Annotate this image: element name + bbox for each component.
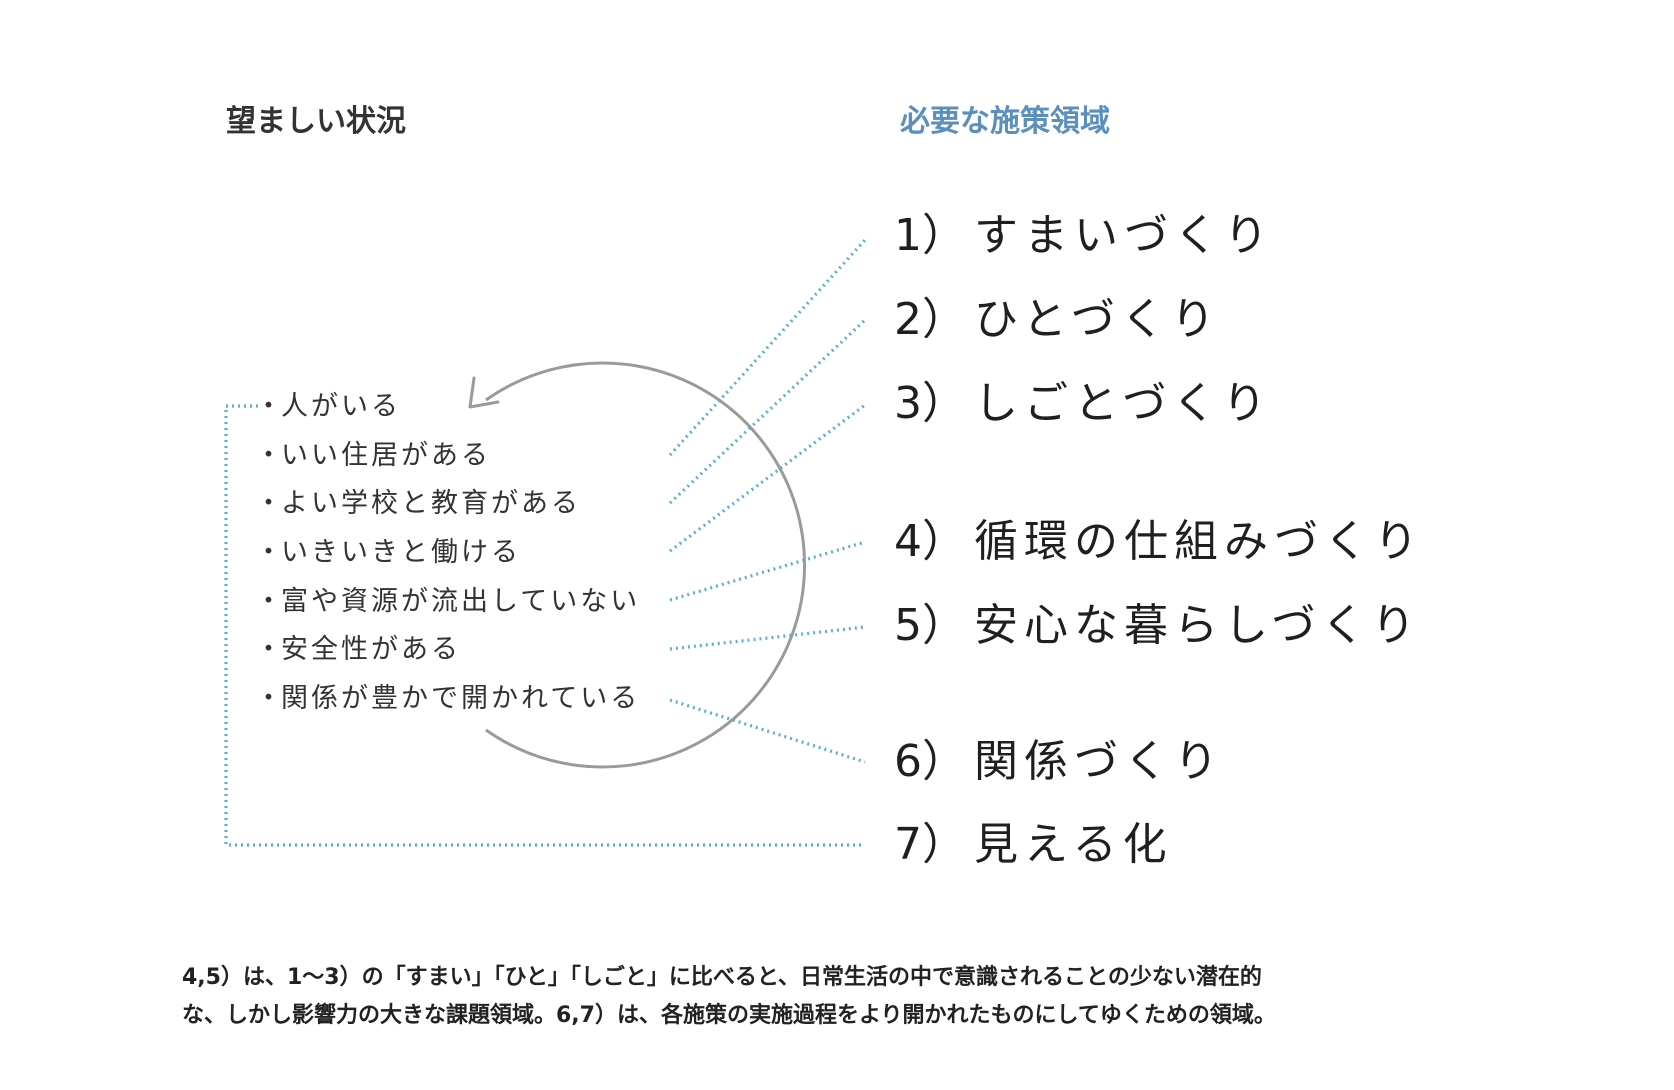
left-column-heading: 望ましい状況 [226, 104, 406, 139]
situation-item: ・いきいきと働ける [255, 535, 521, 571]
bullet-icon: ・ [255, 537, 285, 568]
right-column-heading: 必要な施策領域 [900, 104, 1110, 139]
policy-area-number: 1） [894, 210, 966, 261]
connector-line-1 [668, 238, 867, 457]
policy-area-label: しごとづくり [974, 378, 1273, 429]
connector-line-4 [669, 540, 866, 602]
situation-text: 関係が豊かで開かれている [281, 683, 641, 714]
situation-text: 安全性がある [281, 634, 461, 665]
policy-area-number: 4） [894, 516, 966, 567]
connector-line-5 [669, 625, 866, 651]
situation-text: 富や資源が流出していない [281, 586, 641, 617]
policy-area-5: 5）安心な暮らしづくり [894, 596, 1421, 656]
cycle-arrowhead-icon [468, 376, 500, 409]
policy-area-number: 6） [894, 736, 966, 787]
policy-area-label: 関係づくり [974, 736, 1224, 787]
bullet-icon: ・ [255, 440, 285, 471]
situation-item: ・人がいる [255, 389, 401, 425]
situation-item: ・いい住居がある [255, 438, 491, 474]
situation-item: ・関係が豊かで開かれている [255, 681, 640, 717]
cycle-arrow [485, 361, 806, 769]
policy-area-2: 2）ひとづくり [894, 290, 1221, 350]
policy-area-number: 3） [894, 378, 966, 429]
policy-area-label: ひとづくり [974, 294, 1221, 345]
bullet-icon: ・ [255, 391, 285, 422]
situation-text: よい学校と教育がある [281, 488, 581, 519]
policy-area-6: 6）関係づくり [894, 732, 1224, 792]
bullet-icon: ・ [255, 634, 285, 665]
policy-area-label: すまいづくり [974, 210, 1274, 261]
situation-text: いきいきと働ける [281, 537, 521, 568]
policy-area-4: 4）循環の仕組みづくり [894, 512, 1424, 572]
policy-area-number: 5） [894, 600, 966, 651]
connector-line-2 [668, 318, 867, 505]
situation-item: ・安全性がある [255, 632, 461, 668]
caption-line-1: 4,5）は、1〜3）の「すまい」「ひと」「しごと」に比べると、日常生活の中で意識… [182, 965, 1262, 990]
bullet-icon: ・ [255, 488, 285, 519]
policy-area-number: 7） [894, 819, 966, 870]
policy-area-label: 安心な暮らしづくり [974, 600, 1422, 651]
situation-item: ・よい学校と教育がある [255, 486, 581, 522]
bullet-icon: ・ [255, 683, 285, 714]
connector-line-6 [669, 698, 866, 764]
policy-area-number: 2） [894, 294, 966, 345]
connector-line-3 [669, 403, 866, 553]
policy-area-3: 3）しごとづくり [894, 374, 1272, 434]
policy-area-label: 見える化 [974, 819, 1173, 870]
situation-text: いい住居がある [281, 440, 491, 471]
policy-area-1: 1）すまいづくり [894, 206, 1274, 266]
situation-text: 人がいる [281, 391, 401, 422]
bullet-icon: ・ [255, 586, 285, 617]
policy-area-7: 7）見える化 [894, 815, 1173, 875]
policy-area-label: 循環の仕組みづくり [974, 516, 1424, 567]
caption-line-2: な、しかし影響力の大きな課題領域。6,7）は、各施策の実施過程をより開かれたもの… [182, 1003, 1276, 1028]
situation-item: ・富や資源が流出していない [255, 584, 640, 620]
